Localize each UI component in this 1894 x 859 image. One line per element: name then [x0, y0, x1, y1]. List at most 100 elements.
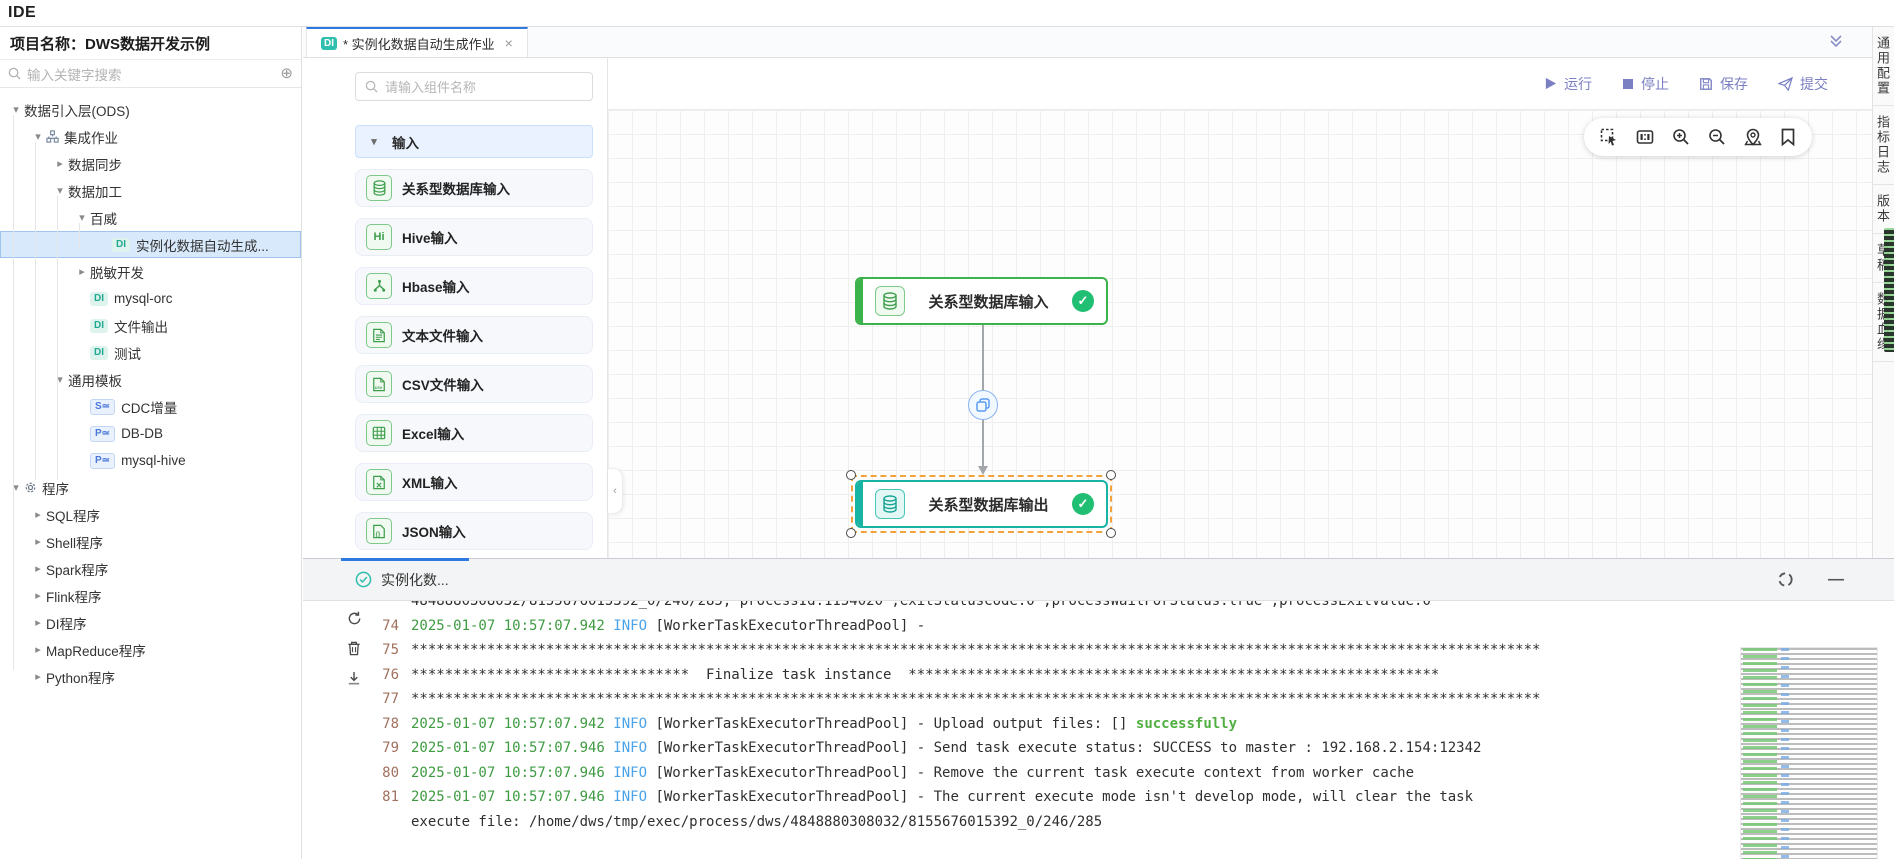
chevron-right-icon[interactable]: ▸ — [74, 265, 90, 278]
marquee-select-icon[interactable] — [1600, 128, 1618, 146]
palette-item-CSV文件输入[interactable]: csvCSV文件输入 — [355, 365, 593, 403]
chevron-right-icon[interactable]: ▸ — [30, 616, 46, 629]
log-text: 2025-01-07 10:57:07.942 INFO [WorkerTask… — [411, 614, 934, 639]
tree-item-实例化数据自动生成-[interactable]: DI实例化数据自动生成... — [0, 231, 301, 258]
tree-item-Spark程序[interactable]: ▸Spark程序 — [0, 555, 301, 582]
palette-item-JSON输入[interactable]: {}JSON输入 — [355, 512, 593, 550]
log-line: 76********************************* Fina… — [373, 663, 1724, 688]
tree-guide-line — [79, 223, 80, 250]
save-label: 保存 — [1720, 74, 1748, 94]
chevron-right-icon[interactable]: ▸ — [30, 589, 46, 602]
palette-item-XML输入[interactable]: XML输入 — [355, 463, 593, 501]
log-line: execute file: /home/dws/tmp/exec/process… — [373, 810, 1724, 835]
palette-category-input[interactable]: ▾ 输入 — [355, 125, 593, 158]
component-search-input[interactable]: 请输入组件名称 — [355, 72, 593, 101]
tree-item-Shell程序[interactable]: ▸Shell程序 — [0, 528, 301, 555]
component-search-placeholder: 请输入组件名称 — [385, 77, 476, 96]
tab-close-icon[interactable]: × — [505, 35, 513, 51]
palette-item-Hbase输入[interactable]: Hbase输入 — [355, 267, 593, 305]
locate-icon[interactable]: ⊕ — [280, 66, 293, 81]
text-file-icon — [366, 322, 392, 348]
right-tab-指标日志[interactable]: 指标日志 — [1873, 106, 1894, 185]
log-panel: 实例化数... — 4848880308032/8155676015392_0/… — [303, 558, 1894, 859]
tree-item-MapReduce程序[interactable]: ▸MapReduce程序 — [0, 636, 301, 663]
edge-copy-icon[interactable] — [968, 390, 998, 420]
tree-item-数据引入层-ODS-[interactable]: ▾数据引入层(ODS) — [0, 96, 301, 123]
svg-text:{}: {} — [376, 530, 381, 537]
chevron-right-icon[interactable]: ▸ — [30, 535, 46, 548]
tree-item-SQL程序[interactable]: ▸SQL程序 — [0, 501, 301, 528]
run-button[interactable]: 运行 — [1544, 74, 1592, 94]
tree-item-mysql-hive[interactable]: P≃mysql-hive — [0, 447, 301, 474]
chevron-right-icon[interactable]: ▸ — [30, 508, 46, 521]
chevron-right-icon[interactable]: ▸ — [30, 670, 46, 683]
tree-item-CDC增量[interactable]: S≃CDC增量 — [0, 393, 301, 420]
chevron-right-icon[interactable]: ▸ — [52, 157, 68, 170]
log-line: 4848880308032/8155676015392_0/246/285, p… — [373, 601, 1724, 614]
right-tab-通用配置[interactable]: 通用配置 — [1873, 27, 1894, 106]
tree-search-input[interactable]: 输入关键字搜索 ⊕ — [0, 60, 301, 88]
save-button[interactable]: 保存 — [1699, 74, 1748, 94]
tree-item-文件输出[interactable]: DI文件输出 — [0, 312, 301, 339]
tree-item-DB-DB[interactable]: P≃DB-DB — [0, 420, 301, 447]
chevron-down-icon[interactable]: ▾ — [8, 481, 24, 494]
success-check-icon: ✓ — [1072, 493, 1094, 515]
dag-canvas[interactable]: 运行 停止 保存 提交 — [608, 58, 1872, 558]
right-tab-版本[interactable]: 版本 — [1873, 185, 1894, 234]
log-reload-icon[interactable] — [343, 611, 365, 626]
palette-item-关系型数据库输入[interactable]: 关系型数据库输入 — [355, 169, 593, 207]
xml-file-icon — [366, 469, 392, 495]
log-refresh-icon[interactable] — [1777, 571, 1794, 588]
palette-collapse-handle[interactable]: ‹ — [608, 468, 623, 514]
log-clear-trash-icon[interactable] — [343, 641, 365, 656]
tree-item-label: DI程序 — [46, 613, 87, 633]
stop-button[interactable]: 停止 — [1622, 74, 1669, 94]
zoom-out-icon[interactable] — [1708, 128, 1726, 146]
submit-button[interactable]: 提交 — [1778, 74, 1828, 94]
log-minimap[interactable] — [1740, 647, 1878, 859]
palette-item-Hive输入[interactable]: HiHive输入 — [355, 218, 593, 256]
tree-item-mysql-orc[interactable]: DImysql-orc — [0, 285, 301, 312]
bookmark-icon[interactable] — [1780, 128, 1796, 146]
tree-item-脱敏开发[interactable]: ▸脱敏开发 — [0, 258, 301, 285]
tree-item-通用模板[interactable]: ▾通用模板 — [0, 366, 301, 393]
palette-item-文本文件输入[interactable]: 文本文件输入 — [355, 316, 593, 354]
chevron-right-icon[interactable]: ▸ — [30, 562, 46, 575]
minimap-timestamps — [1743, 648, 1777, 859]
chevron-down-icon[interactable]: ▾ — [52, 373, 68, 386]
selection-handle[interactable] — [846, 528, 856, 538]
tree-item-程序[interactable]: ▾程序 — [0, 474, 301, 501]
tree-item-Flink程序[interactable]: ▸Flink程序 — [0, 582, 301, 609]
locate-node-icon[interactable] — [1744, 128, 1762, 146]
tree-item-数据加工[interactable]: ▾数据加工 — [0, 177, 301, 204]
tree-item-Python程序[interactable]: ▸Python程序 — [0, 663, 301, 690]
node-relational-db-input[interactable]: 关系型数据库输入 ✓ — [855, 277, 1108, 325]
tab-job[interactable]: DI * 实例化数据自动生成作业 × — [306, 27, 528, 57]
submit-label: 提交 — [1800, 74, 1828, 94]
selection-handle[interactable] — [1106, 528, 1116, 538]
double-chevron-down-icon[interactable] — [1828, 33, 1844, 49]
chevron-down-icon[interactable]: ▾ — [8, 103, 24, 116]
layout-icon[interactable] — [1636, 128, 1654, 146]
chevron-down-icon[interactable]: ▾ — [74, 211, 90, 224]
log-lines[interactable]: 4848880308032/8155676015392_0/246/285, p… — [373, 601, 1724, 834]
tree-item-集成作业[interactable]: ▾集成作业 — [0, 123, 301, 150]
tree-item-数据同步[interactable]: ▸数据同步 — [0, 150, 301, 177]
tree-item-DI程序[interactable]: ▸DI程序 — [0, 609, 301, 636]
tree-item-百威[interactable]: ▾百威 — [0, 204, 301, 231]
selection-handle[interactable] — [846, 470, 856, 480]
log-timestamp: 2025-01-07 10:57:07.942 — [411, 716, 613, 732]
tree-item-测试[interactable]: DI测试 — [0, 339, 301, 366]
log-tab-label[interactable]: 实例化数... — [381, 570, 449, 590]
node-relational-db-output[interactable]: 关系型数据库输出 ✓ — [855, 480, 1108, 528]
chevron-right-icon[interactable]: ▸ — [30, 643, 46, 656]
tree-item-label: SQL程序 — [46, 505, 100, 525]
chevron-down-icon[interactable]: ▾ — [30, 130, 46, 143]
palette-item-Excel输入[interactable]: Excel输入 — [355, 414, 593, 452]
chevron-down-icon[interactable]: ▾ — [52, 184, 68, 197]
selection-handle[interactable] — [1106, 470, 1116, 480]
palette-item-label: CSV文件输入 — [402, 374, 484, 394]
log-minimize-icon[interactable]: — — [1828, 571, 1844, 589]
log-download-icon[interactable] — [343, 671, 365, 686]
zoom-in-icon[interactable] — [1672, 128, 1690, 146]
